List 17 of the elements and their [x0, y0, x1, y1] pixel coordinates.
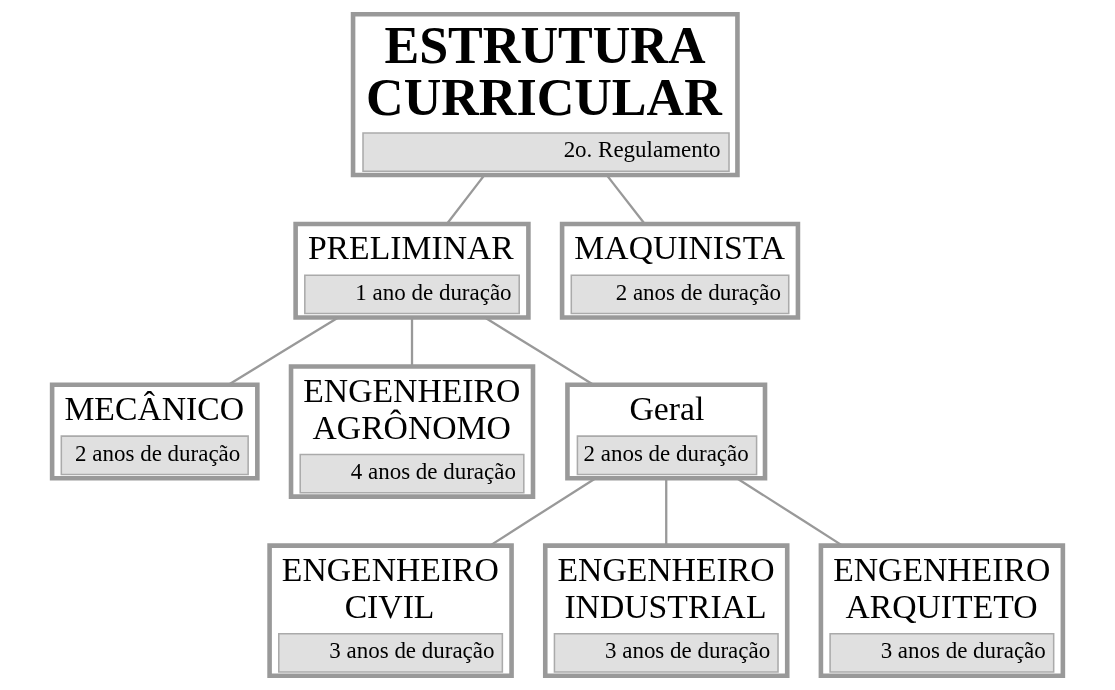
node-box: ESTRUTURA CURRICULAR 2o. Regulamento — [350, 11, 740, 178]
node-box: PRELIMINAR 1 ano de duração — [293, 221, 531, 320]
connector — [410, 317, 414, 366]
connector — [445, 174, 486, 225]
connector — [736, 477, 843, 547]
node-box: ENGENHEIRO CIVIL 3 anos de duração — [267, 543, 514, 679]
node-box: ENGENHEIRO AGRÔNOMO 4 anos de duração — [288, 364, 536, 499]
node-box: MECÂNICO 2 anos de duração — [49, 382, 260, 481]
node-box: Geral 2 anos de duração — [565, 382, 768, 481]
connector — [665, 478, 668, 546]
connector — [484, 316, 594, 386]
node-box: ENGENHEIRO INDUSTRIAL 3 anos de duração — [542, 543, 790, 679]
node-box: ENGENHEIRO ARQUITETO 3 anos de duração — [818, 543, 1066, 679]
connector — [489, 477, 596, 547]
connector — [605, 174, 646, 225]
node-box: MAQUINISTA 2 anos de duração — [559, 221, 801, 320]
connector — [227, 316, 339, 386]
